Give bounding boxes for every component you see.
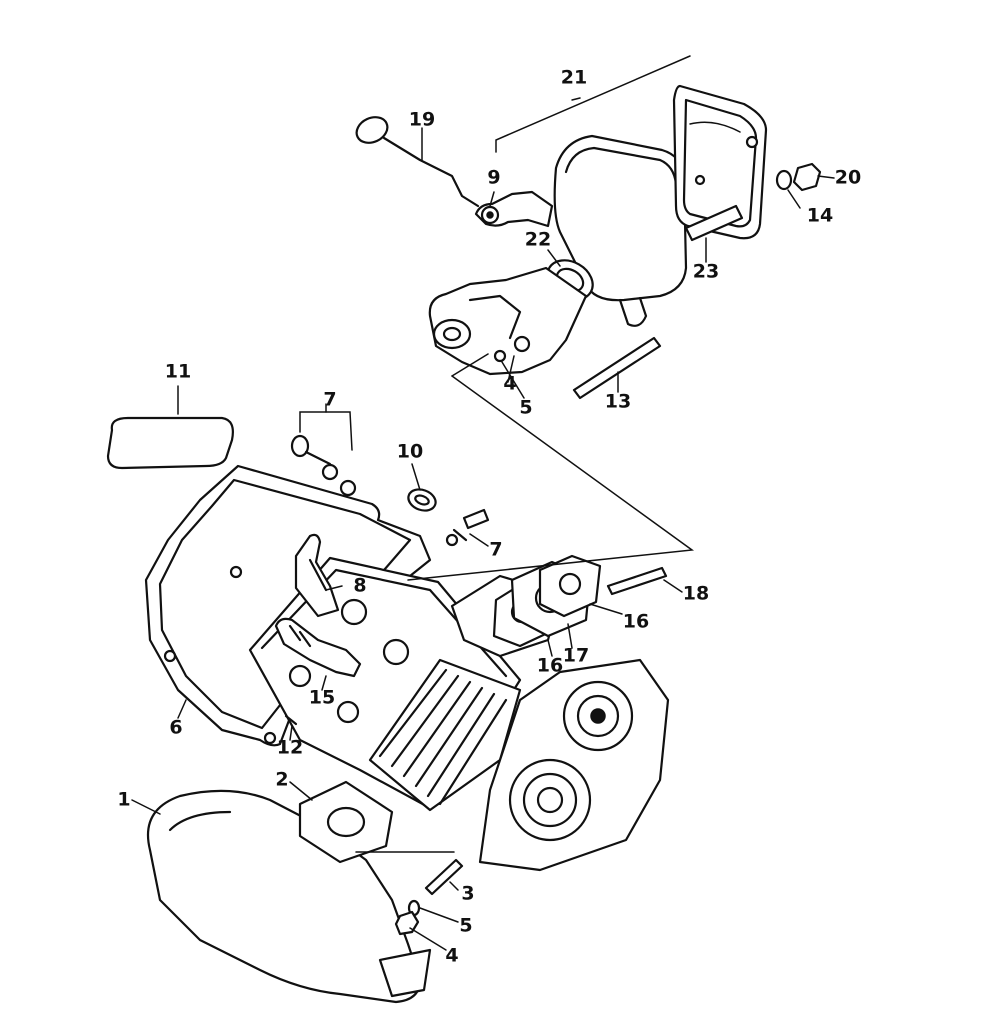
callout-20: 20 xyxy=(835,167,861,189)
part-18-stud xyxy=(606,566,668,596)
callout-3: 3 xyxy=(461,883,474,905)
part-14-washer xyxy=(775,169,793,191)
callout-19: 19 xyxy=(409,109,435,131)
part-16-gasket-b xyxy=(538,554,602,618)
part-23-bolt xyxy=(684,204,744,242)
part-11-decal xyxy=(106,416,234,470)
part-3-stud xyxy=(424,858,464,896)
callout-18: 18 xyxy=(683,583,709,605)
callout-7-top: 7 xyxy=(323,389,336,411)
part-8-plug-cap xyxy=(294,533,340,618)
part-19-rod xyxy=(355,116,480,208)
callout-8: 8 xyxy=(353,575,366,597)
callout-5-upper: 5 xyxy=(519,397,532,419)
callout-16-left: 16 xyxy=(537,655,563,677)
callout-4-lower: 4 xyxy=(445,945,458,967)
part-12-gasket xyxy=(284,714,298,726)
callout-21: 21 xyxy=(561,67,587,89)
leader-lines xyxy=(131,55,835,951)
callout-7-mid: 7 xyxy=(489,539,502,561)
callout-23: 23 xyxy=(693,261,719,283)
callout-15: 15 xyxy=(309,687,335,709)
carburetor xyxy=(428,266,588,376)
callout-16-right: 16 xyxy=(623,611,649,633)
callout-5-lower: 5 xyxy=(459,915,472,937)
callout-6: 6 xyxy=(169,717,182,739)
part-9-bracket xyxy=(474,190,554,228)
callout-17: 17 xyxy=(563,645,589,667)
part-20-nut xyxy=(792,162,822,192)
part-10-grommet xyxy=(407,488,437,512)
callout-12: 12 xyxy=(277,737,303,759)
part-4-nut-lower xyxy=(394,910,420,936)
part-7-bolts xyxy=(290,434,357,497)
callout-labels: 1 2 3 4 4 5 5 6 7 7 8 9 10 11 12 13 14 1… xyxy=(117,67,861,967)
part-2-exhaust-gasket xyxy=(298,780,394,864)
callout-9: 9 xyxy=(487,167,500,189)
callout-14: 14 xyxy=(807,205,833,227)
callout-2: 2 xyxy=(275,769,288,791)
part-7-bolt-b xyxy=(445,508,490,547)
engine-block xyxy=(248,556,670,872)
callout-4-upper: 4 xyxy=(503,373,516,395)
part-13-stud xyxy=(572,336,662,400)
callout-1: 1 xyxy=(117,789,130,811)
callout-10: 10 xyxy=(397,441,423,463)
part-21-air-silencer xyxy=(553,84,768,327)
callout-11: 11 xyxy=(165,361,191,383)
callout-13: 13 xyxy=(605,391,631,413)
part-1-muffler xyxy=(146,789,432,1004)
callout-22: 22 xyxy=(525,229,551,251)
part-15-spark-plug xyxy=(274,617,362,678)
